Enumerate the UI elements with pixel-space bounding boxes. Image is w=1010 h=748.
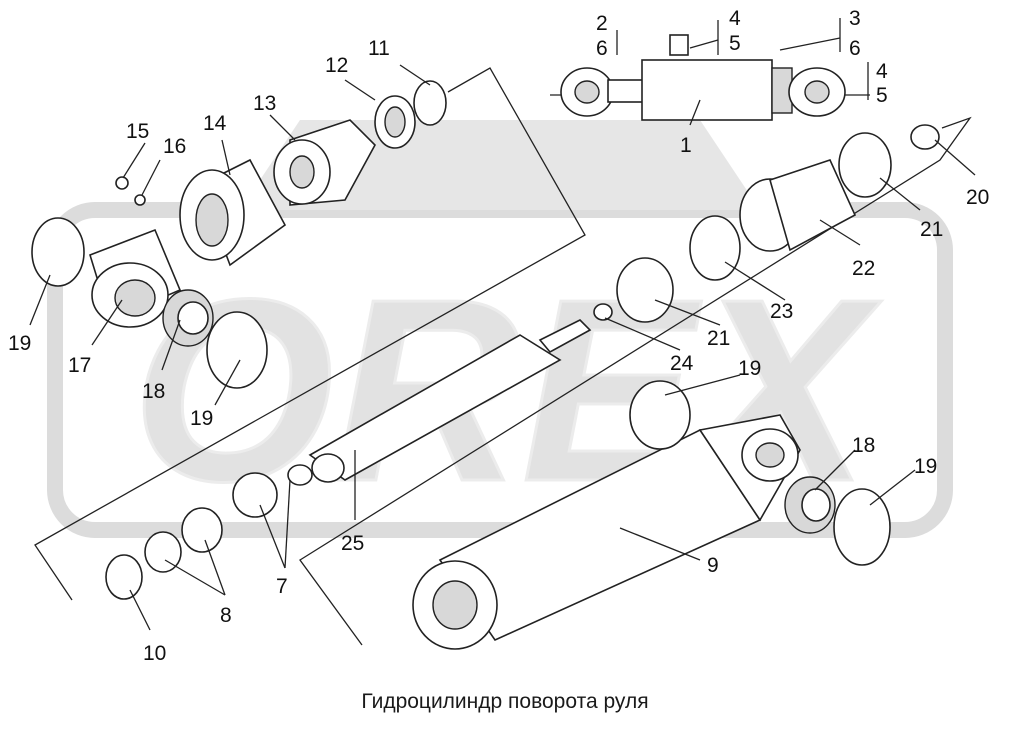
- label-24: 24: [670, 352, 694, 375]
- rod-assembly: [105, 124, 940, 600]
- diagram-caption: Гидроцилиндр поворота руля: [361, 690, 649, 713]
- label-23: 23: [770, 300, 793, 323]
- label-1: 1: [680, 134, 692, 157]
- label-6b: 6: [849, 37, 861, 60]
- label-20: 20: [966, 186, 989, 209]
- label-19a: 19: [8, 332, 31, 355]
- label-10: 10: [143, 642, 166, 665]
- part-labels: 2 6 4 5 3 6 4 5 1 11 12 13 14 15 16 19 1…: [8, 7, 989, 665]
- label-18b: 18: [852, 434, 875, 457]
- label-15: 15: [126, 120, 149, 143]
- exploded-diagram: OREX: [8, 7, 989, 665]
- label-16: 16: [163, 135, 186, 158]
- label-7: 7: [276, 575, 288, 598]
- assembled-cylinder: [550, 18, 870, 121]
- label-13: 13: [253, 92, 276, 115]
- label-2: 2: [596, 12, 608, 35]
- label-8: 8: [220, 604, 232, 627]
- label-11: 11: [368, 37, 390, 60]
- label-5b: 5: [876, 84, 888, 107]
- label-21b: 21: [707, 327, 730, 350]
- label-19d: 19: [914, 455, 937, 478]
- label-3: 3: [849, 7, 861, 30]
- leader-lines: [29, 64, 976, 631]
- label-5a: 5: [729, 32, 741, 55]
- label-6a: 6: [596, 37, 608, 60]
- label-4a: 4: [729, 7, 741, 30]
- label-17: 17: [68, 354, 91, 377]
- label-25: 25: [341, 532, 364, 555]
- label-4b: 4: [876, 60, 888, 83]
- frame-lines: [34, 67, 972, 646]
- label-22: 22: [852, 257, 875, 280]
- label-19c: 19: [738, 357, 761, 380]
- cylinder-barrel: [412, 380, 891, 650]
- upper-left-parts: [31, 80, 447, 389]
- label-14: 14: [203, 112, 227, 135]
- label-19b: 19: [190, 407, 213, 430]
- label-21a: 21: [920, 218, 943, 241]
- label-18a: 18: [142, 380, 165, 403]
- label-9: 9: [707, 554, 719, 577]
- label-12: 12: [325, 54, 348, 77]
